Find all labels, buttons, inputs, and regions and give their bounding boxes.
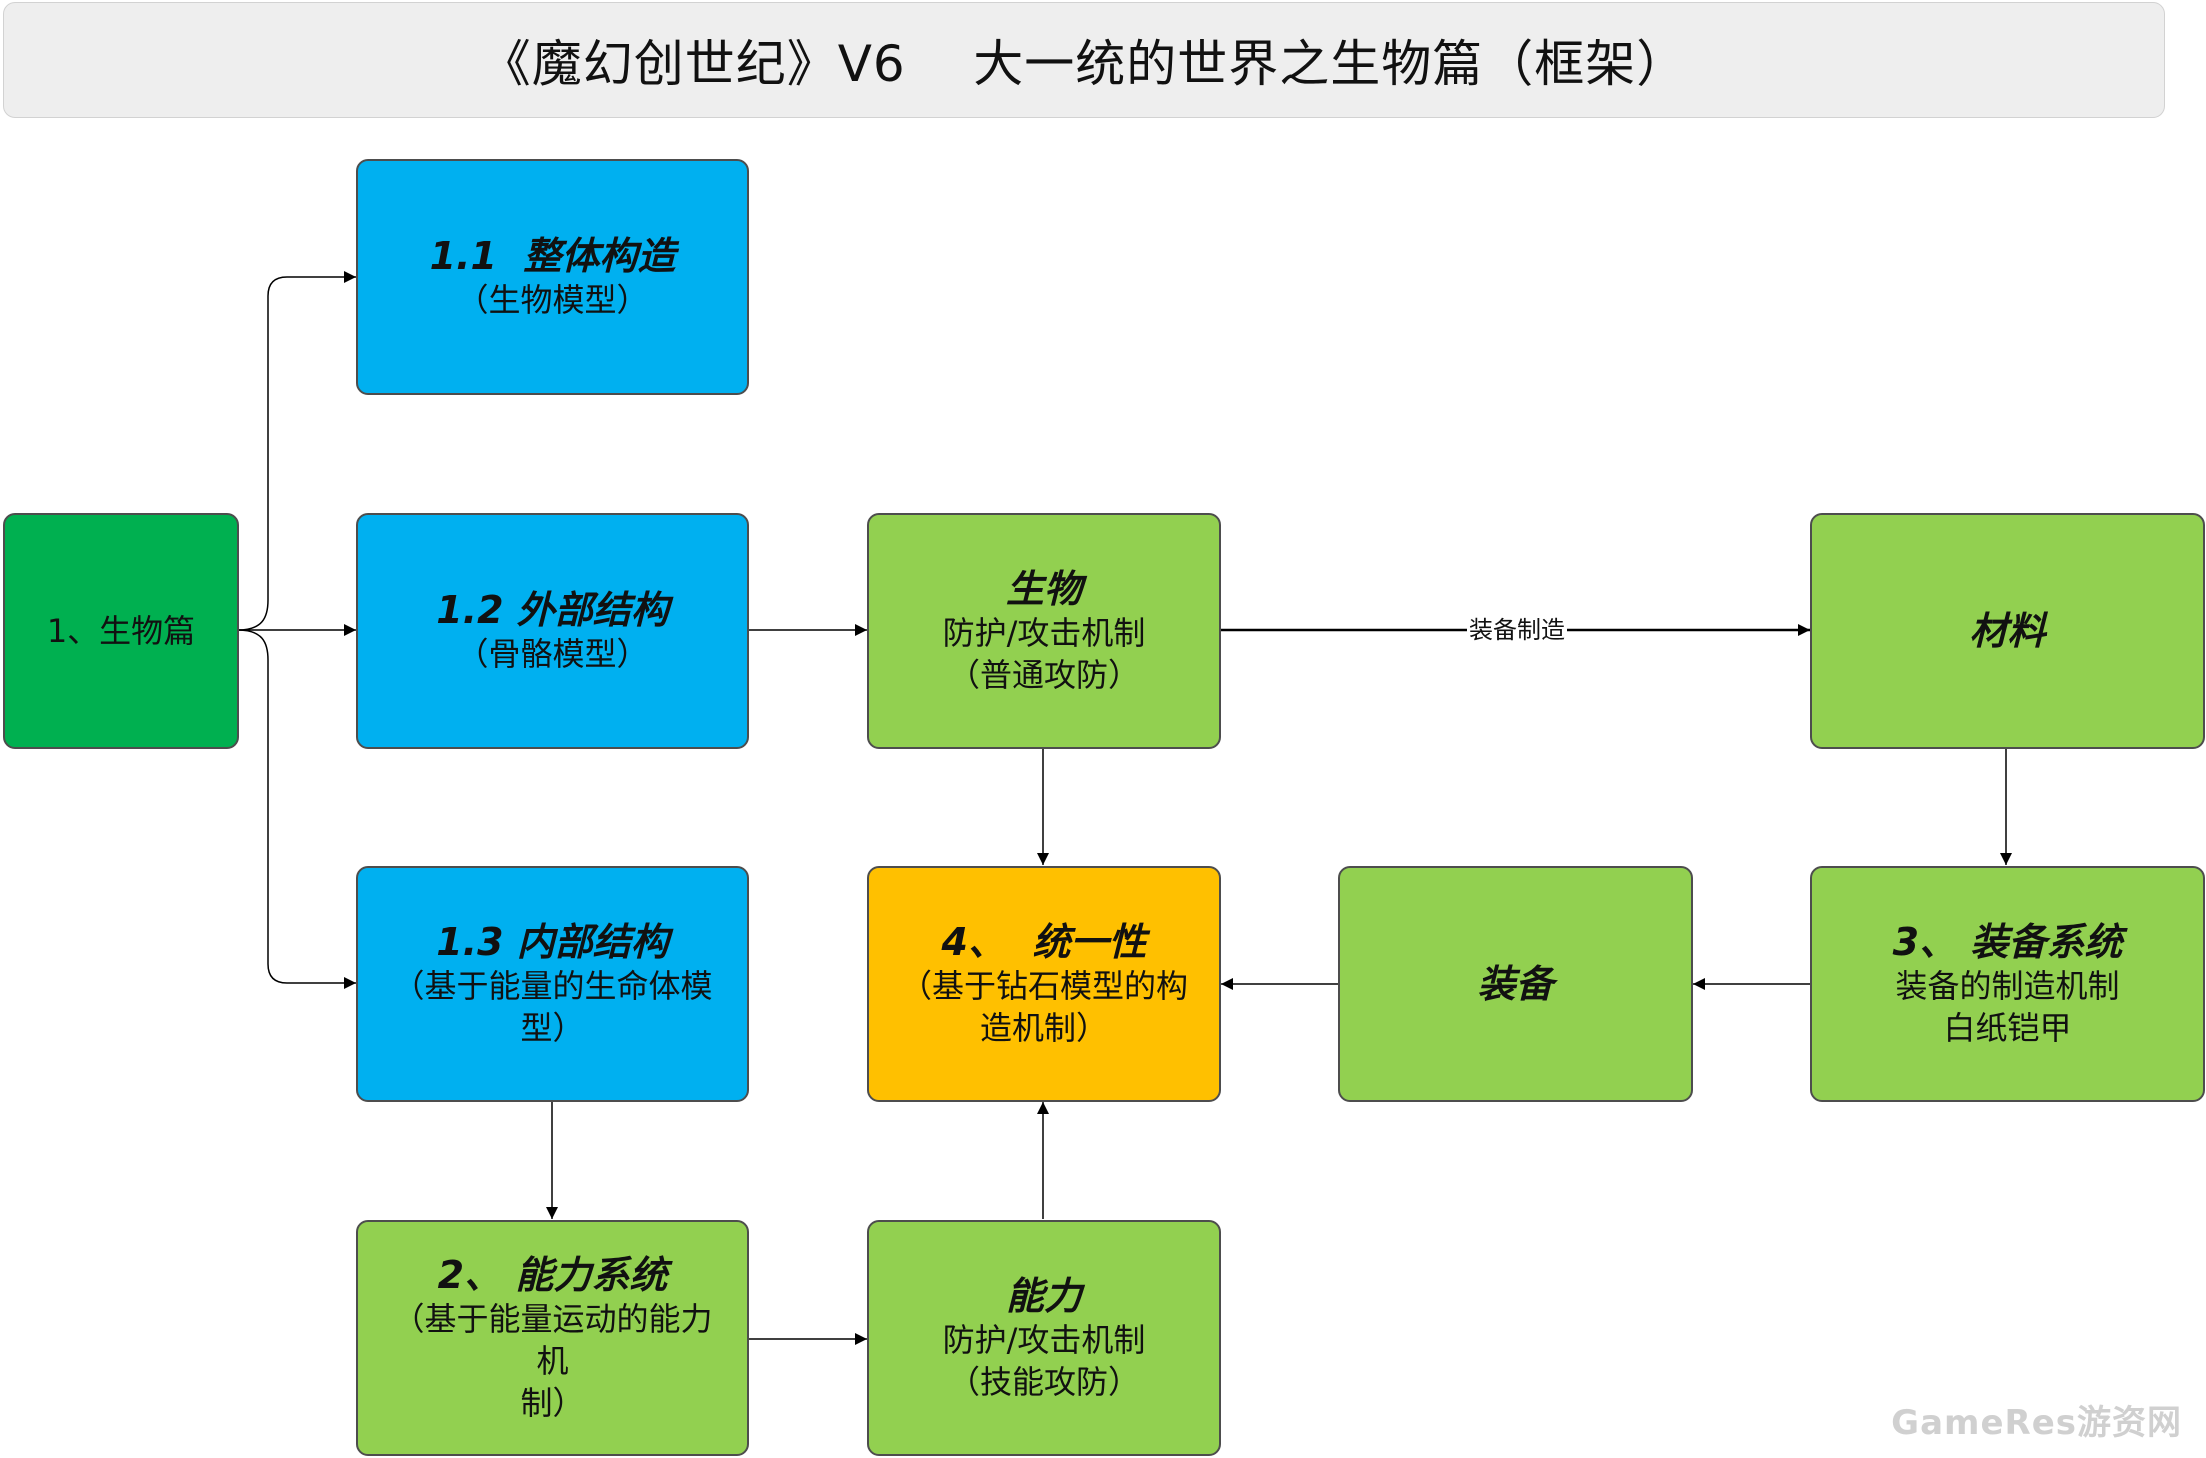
node-unity-heading: 4、 统一性 xyxy=(941,920,1147,964)
node-ability-system[interactable]: 2、 能力系统 （基于能量运动的能力机 制） xyxy=(356,1220,749,1456)
edge-root-to-1-3 xyxy=(237,629,356,989)
node-ability-system-line-2: 制） xyxy=(520,1384,585,1422)
node-external-structure-line: （骨骼模型） xyxy=(456,635,649,673)
edge-root-to-1-1 xyxy=(237,271,356,631)
node-equipment-system[interactable]: 3、 装备系统 装备的制造机制 白纸铠甲 xyxy=(1810,866,2205,1102)
node-internal-structure[interactable]: 1.3 内部结构 （基于能量的生命体模 型） xyxy=(356,866,749,1102)
node-internal-structure-heading: 1.3 内部结构 xyxy=(436,920,669,964)
watermark: GameRes游资网 xyxy=(1891,1403,2182,1443)
node-creature-heading: 生物 xyxy=(1005,567,1082,611)
node-ability-system-line-1: （基于能量运动的能力机 xyxy=(392,1300,713,1380)
diagram-title-bar: 《魔幻创世纪》V6 大一统的世界之生物篇（框架） xyxy=(3,2,2165,118)
node-equipment-system-line-2: 白纸铠甲 xyxy=(1943,1009,2072,1047)
node-external-structure-heading: 1.2 外部结构 xyxy=(436,588,669,632)
node-external-structure[interactable]: 1.2 外部结构 （骨骼模型） xyxy=(356,513,749,749)
node-internal-structure-line-2: 型） xyxy=(520,1009,585,1047)
node-creature[interactable]: 生物 防护/攻击机制 （普通攻防） xyxy=(867,513,1221,749)
node-ability-line-1: 防护/攻击机制 xyxy=(942,1321,1146,1359)
node-ability-system-heading: 2、 能力系统 xyxy=(437,1253,668,1297)
node-overall-structure[interactable]: 1.1 整体构造 （生物模型） xyxy=(356,159,749,395)
node-biology-root[interactable]: 1、生物篇 xyxy=(3,513,239,749)
node-biology-root-label: 1、生物篇 xyxy=(46,612,196,650)
node-equipment-system-line-1: 装备的制造机制 xyxy=(1895,967,2120,1005)
node-unity-line-1: （基于钻石模型的构 xyxy=(899,967,1188,1005)
node-internal-structure-line-1: （基于能量的生命体模 xyxy=(392,967,713,1005)
node-ability[interactable]: 能力 防护/攻击机制 （技能攻防） xyxy=(867,1220,1221,1456)
node-unity[interactable]: 4、 统一性 （基于钻石模型的构 造机制） xyxy=(867,866,1221,1102)
node-overall-structure-heading: 1.1 整体构造 xyxy=(429,234,676,278)
node-creature-line-1: 防护/攻击机制 xyxy=(942,614,1146,652)
node-equipment-system-heading: 3、 装备系统 xyxy=(1892,920,2123,964)
edge-label-equipment-making: 装备制造 xyxy=(1467,612,1567,648)
node-ability-line-2: （技能攻防） xyxy=(947,1363,1140,1401)
node-creature-line-2: （普通攻防） xyxy=(947,656,1140,694)
node-ability-heading: 能力 xyxy=(1005,1274,1082,1318)
node-overall-structure-line: （生物模型） xyxy=(456,281,649,319)
node-equipment[interactable]: 装备 xyxy=(1338,866,1693,1102)
node-material[interactable]: 材料 xyxy=(1810,513,2205,749)
node-equipment-heading: 装备 xyxy=(1477,962,1554,1006)
node-material-heading: 材料 xyxy=(1969,609,2046,653)
node-unity-line-2: 造机制） xyxy=(979,1009,1108,1047)
diagram-title: 《魔幻创世纪》V6 大一统的世界之生物篇（框架） xyxy=(480,35,1688,93)
